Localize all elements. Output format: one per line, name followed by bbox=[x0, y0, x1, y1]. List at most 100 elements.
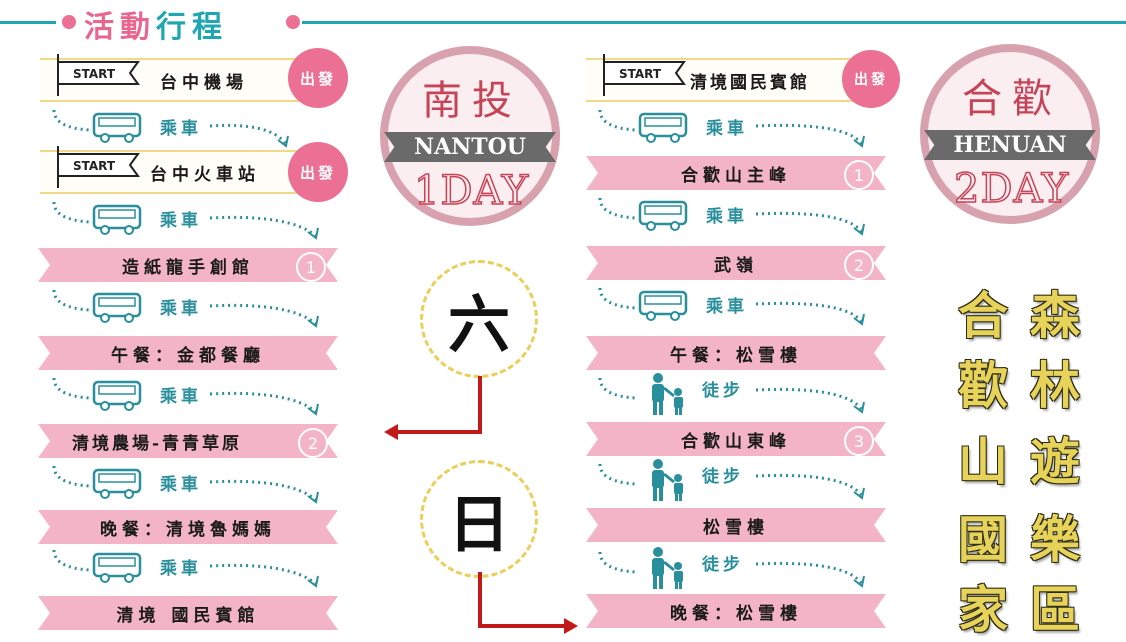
transit-path bbox=[52, 201, 319, 240]
depart-badge: 出發 bbox=[842, 50, 900, 108]
bus-icon bbox=[638, 200, 688, 231]
depart-badge: 出發 bbox=[288, 142, 348, 202]
badge-banner: HENUAN bbox=[924, 130, 1096, 160]
transit-walk: 徒步 bbox=[596, 458, 886, 502]
page-title-part1: 活動 bbox=[84, 10, 156, 45]
start-row-cingjing-hostel: START 清境國民賓館 bbox=[586, 54, 876, 102]
transit-label: 徒步 bbox=[702, 381, 744, 401]
transit-label: 乘車 bbox=[160, 387, 202, 407]
park-title-char: 林 bbox=[1030, 356, 1080, 415]
transit-bus: 乘車 bbox=[50, 464, 340, 508]
depart-badge: 出發 bbox=[288, 48, 348, 108]
park-title-char: 國 bbox=[958, 510, 1008, 569]
stop-ribbon: 清境農場-青青草原 bbox=[38, 424, 338, 458]
transit-label: 乘車 bbox=[160, 119, 202, 139]
park-title-char: 山 bbox=[958, 432, 1008, 491]
transit-label: 乘車 bbox=[706, 119, 748, 139]
stop-ribbon: 午餐：松雪樓 bbox=[586, 336, 886, 370]
stop-ribbon: 晚餐：清境魯媽媽 bbox=[38, 510, 338, 544]
header-dot-left bbox=[62, 15, 76, 29]
day-circle-sunday: 日 bbox=[420, 460, 538, 578]
transit-label: 乘車 bbox=[160, 559, 202, 579]
stop-label: 午餐：金都餐廳 bbox=[111, 345, 265, 366]
park-title-char: 合 bbox=[958, 286, 1008, 345]
henuan-badge: 合歡 HENUAN 2DAY bbox=[920, 44, 1100, 224]
stop-number-badge: 1 bbox=[844, 160, 874, 190]
badge-title: 合歡 bbox=[962, 76, 1062, 122]
transit-bus: 乘車 bbox=[50, 200, 340, 244]
transit-label: 乘車 bbox=[160, 211, 202, 231]
badge-day: 2DAY bbox=[953, 165, 1070, 213]
park-title-char: 樂 bbox=[1030, 510, 1080, 569]
start-flag-text: START bbox=[73, 67, 116, 81]
stop-label: 合歡山東峰 bbox=[681, 431, 791, 452]
red-elbow-arrow-icon bbox=[478, 572, 578, 634]
transit-bus: 乘車 bbox=[596, 196, 886, 240]
park-title-char: 家 bbox=[958, 580, 1008, 639]
transit-path bbox=[52, 465, 319, 504]
stop-label: 晚餐：松雪樓 bbox=[670, 603, 802, 624]
transit-path bbox=[52, 289, 319, 328]
stop-number-badge: 2 bbox=[298, 428, 328, 458]
start-flag-text: START bbox=[619, 67, 662, 81]
start-row-taichung-airport: START 台中機場 bbox=[40, 54, 330, 102]
park-title-char: 森 bbox=[1030, 286, 1080, 345]
transit-path bbox=[598, 197, 865, 236]
transit-bus: 乘車 bbox=[50, 548, 340, 592]
transit-bus: 乘車 bbox=[596, 108, 886, 152]
stop-label: 合歡山主峰 bbox=[681, 165, 791, 186]
transit-bus: 乘車 bbox=[50, 376, 340, 420]
transit-path bbox=[52, 377, 319, 416]
park-title-char: 區 bbox=[1030, 580, 1080, 639]
header-line-right bbox=[302, 21, 1126, 24]
transit-path bbox=[52, 549, 319, 588]
red-elbow-arrow-icon bbox=[384, 376, 482, 440]
transit-path bbox=[598, 287, 865, 326]
badge-banner: NANTOU bbox=[384, 132, 556, 162]
parent-child-walk-icon bbox=[652, 547, 683, 589]
park-title-char: 歡 bbox=[958, 356, 1008, 415]
badge-title: 南投 bbox=[422, 78, 522, 124]
transit-label: 乘車 bbox=[160, 475, 202, 495]
bus-icon bbox=[638, 112, 688, 143]
stop-ribbon: 造紙龍手創館 bbox=[38, 248, 338, 282]
stop-ribbon: 午餐：金都餐廳 bbox=[38, 336, 338, 370]
stop-label: 清境農場-青青草原 bbox=[72, 433, 243, 454]
bus-icon bbox=[92, 552, 142, 583]
transit-walk: 徒步 bbox=[596, 372, 886, 416]
stop-label: 武嶺 bbox=[714, 255, 758, 276]
transit-bus: 乘車 bbox=[596, 286, 886, 330]
bus-icon bbox=[92, 380, 142, 411]
stop-ribbon: 合歡山東峰 bbox=[586, 422, 886, 456]
page-title: 活動行程 bbox=[84, 2, 228, 46]
transit-bus: 乘車 bbox=[50, 108, 340, 152]
stop-ribbon: 武嶺 bbox=[586, 246, 886, 280]
transit-path bbox=[598, 109, 865, 148]
day-circle-saturday: 六 bbox=[420, 260, 538, 378]
page-title-part2: 行程 bbox=[156, 10, 228, 45]
stop-ribbon: 合歡山主峰 bbox=[586, 156, 886, 190]
transit-path bbox=[52, 109, 289, 148]
start-row-taichung-station: START 台中火車站 bbox=[40, 146, 330, 194]
start-flag-icon: START bbox=[603, 54, 686, 96]
transit-label: 徒步 bbox=[702, 467, 744, 487]
bus-icon bbox=[92, 468, 142, 499]
start-place: 台中機場 bbox=[160, 73, 248, 93]
stop-label: 午餐：松雪樓 bbox=[670, 345, 802, 366]
start-flag-icon: START bbox=[57, 146, 140, 188]
bus-icon bbox=[638, 290, 688, 321]
parent-child-walk-icon bbox=[652, 459, 683, 501]
stop-ribbon: 晚餐：松雪樓 bbox=[586, 594, 886, 628]
transit-path bbox=[598, 551, 865, 588]
stop-number-badge: 2 bbox=[844, 250, 874, 280]
stop-label: 晚餐：清境魯媽媽 bbox=[100, 519, 276, 540]
nantou-badge: 南投 NANTOU 1DAY bbox=[380, 46, 560, 226]
transit-label: 乘車 bbox=[706, 297, 748, 317]
stop-label: 造紙龍手創館 bbox=[122, 257, 254, 278]
stop-number-badge: 1 bbox=[296, 252, 326, 282]
bus-icon bbox=[92, 112, 142, 143]
transit-label: 徒步 bbox=[702, 555, 744, 575]
start-place: 台中火車站 bbox=[150, 165, 260, 185]
transit-label: 乘車 bbox=[160, 299, 202, 319]
transit-bus: 乘車 bbox=[50, 288, 340, 332]
